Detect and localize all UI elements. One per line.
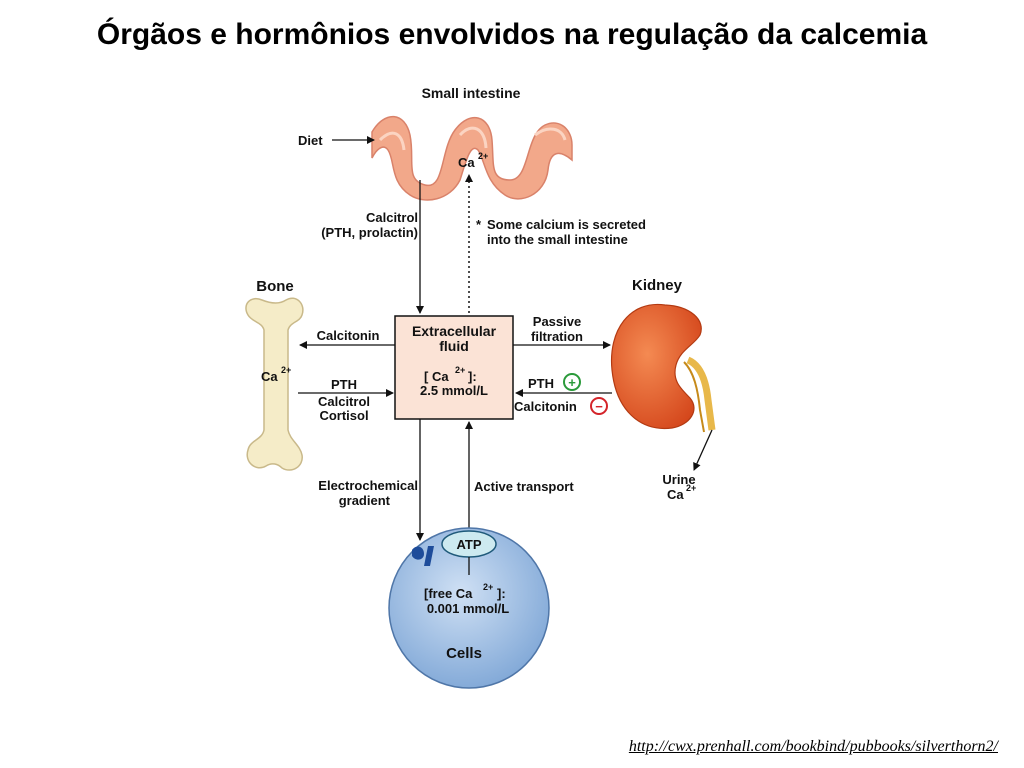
minus-sign-icon: − [590, 397, 608, 415]
bone-ca-superscript: 2+ [281, 365, 291, 375]
cell-concentration-open: [free Ca [424, 586, 473, 601]
intestine-ca-superscript: 2+ [478, 151, 488, 161]
secretion-asterisk: * [476, 217, 482, 232]
small-intestine-illustration [371, 115, 573, 201]
cortisol-bone-label: Cortisol [319, 408, 368, 423]
slide-title: Órgãos e hormônios envolvidos na regulaç… [96, 18, 928, 51]
active-transport-label: Active transport [474, 479, 574, 494]
electrochemical-line2: gradient [339, 493, 391, 508]
intestine-ca-label: Ca [458, 155, 475, 170]
secretion-note-line2: into the small intestine [487, 232, 628, 247]
bone-ca-label: Ca [261, 369, 278, 384]
ecf-concentration-open: [ Ca [424, 369, 449, 384]
secretion-note-line1: Some calcium is secreted [487, 217, 646, 232]
ecf-concentration-sup: 2+ [455, 365, 465, 375]
cells-label: Cells [446, 645, 482, 662]
ion-channel-icon [412, 546, 434, 566]
ecf-title-line1: Extracellular [412, 323, 497, 339]
passive-filtration-line2: filtration [531, 329, 583, 344]
extracellular-fluid-box [394, 315, 514, 420]
calcitonin-kidney-label: Calcitonin [514, 399, 577, 414]
kidney-illustration [610, 303, 716, 433]
bone-illustration [245, 297, 304, 471]
cell-concentration-sup: 2+ [483, 582, 493, 592]
pth-kidney-label: PTH [528, 376, 554, 391]
electrochemical-line1: Electrochemical [318, 478, 418, 493]
bone-label: Bone [256, 278, 294, 295]
diet-label: Diet [298, 133, 323, 148]
ecf-concentration-close: ]: [468, 369, 477, 384]
calcitrol-bone-label: Calcitrol [318, 394, 370, 409]
cell-concentration-close: ]: [497, 586, 506, 601]
calcitonin-bone-label: Calcitonin [317, 328, 380, 343]
urine-arrow [693, 429, 713, 471]
kidney-label: Kidney [632, 277, 683, 294]
passive-filtration-line1: Passive [533, 314, 581, 329]
calcitrol-intestine-hormones: (PTH, prolactin) [321, 225, 418, 240]
svg-text:−: − [595, 399, 603, 414]
urine-ca-superscript: 2+ [686, 483, 696, 493]
source-link[interactable]: http://cwx.prenhall.com/bookbind/pubbook… [628, 738, 998, 755]
pth-bone-label: PTH [331, 377, 357, 392]
atp-label: ATP [456, 537, 481, 552]
small-intestine-label: Small intestine [422, 85, 521, 101]
cell-concentration-value: 0.001 mmol/L [427, 601, 509, 616]
cell-illustration [388, 527, 550, 689]
calcitrol-intestine-label: Calcitrol [366, 210, 418, 225]
urine-ca-label: Ca [667, 487, 684, 502]
plus-sign-icon: + [563, 373, 581, 391]
ecf-title-line2: fluid [439, 338, 469, 354]
ecf-concentration-value: 2.5 mmol/L [420, 383, 488, 398]
urine-label: Urine [662, 472, 695, 487]
svg-text:+: + [568, 375, 576, 390]
